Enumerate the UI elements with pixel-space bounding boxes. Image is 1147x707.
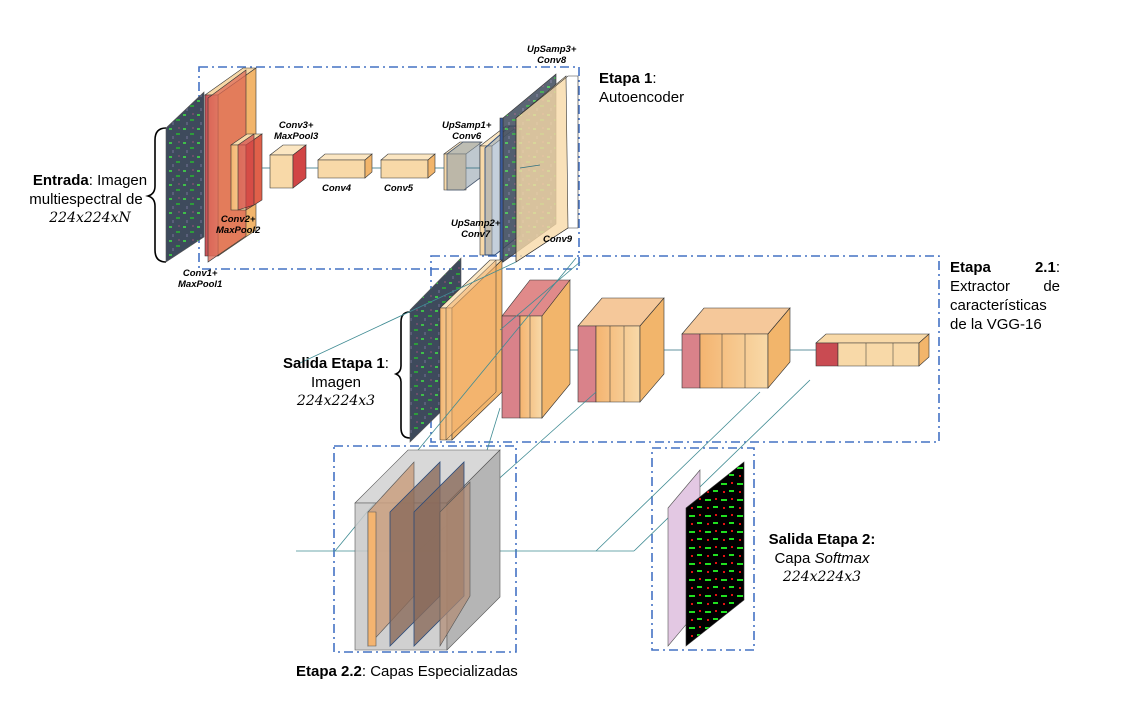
conv1-label: Conv1+ MaxPool1 bbox=[178, 268, 223, 290]
conv5-block bbox=[380, 159, 429, 179]
brace-entrada bbox=[145, 127, 167, 263]
conv2-label: Conv2+ MaxPool2 bbox=[216, 214, 261, 236]
brace-salida1 bbox=[393, 311, 411, 439]
upsamp2-label: UpSamp2+ Conv7 bbox=[451, 218, 501, 240]
conv4-block bbox=[317, 159, 366, 179]
stage1-layers bbox=[165, 67, 579, 263]
etapa22-label: Etapa 2.2: Capas Especializadas bbox=[296, 663, 518, 680]
conv4-label: Conv4 bbox=[322, 183, 352, 194]
vgg-block3 bbox=[577, 325, 597, 403]
upsamp3-label: UpSamp3+ Conv8 bbox=[527, 44, 577, 66]
vgg-block2 bbox=[501, 315, 521, 419]
entrada-label: Entrada: Imagen multiespectral de 224x22… bbox=[29, 172, 148, 226]
output-map bbox=[685, 461, 745, 647]
salida1-label: Salida Etapa 1: Imagen 224x224x3 bbox=[283, 355, 389, 409]
conv3-label: Conv3+ MaxPool3 bbox=[274, 120, 319, 142]
conv5-label: Conv5 bbox=[384, 183, 414, 194]
frame-salida2 bbox=[651, 447, 755, 651]
conv3-block bbox=[269, 154, 294, 189]
vgg-block5 bbox=[815, 342, 839, 367]
frame-etapa22 bbox=[333, 445, 517, 653]
stage22-layers bbox=[354, 449, 745, 651]
frame-etapa1 bbox=[198, 66, 580, 270]
conv9-label: Conv9 bbox=[543, 234, 573, 245]
etapa1-label: Etapa 1: Autoencoder bbox=[599, 70, 685, 106]
vgg-block4 bbox=[681, 333, 701, 389]
input-image bbox=[165, 91, 205, 263]
upsamp1-label: UpSamp1+ Conv6 bbox=[442, 120, 492, 142]
stage21-layers bbox=[409, 257, 930, 443]
salida2-label: Salida Etapa 2: Capa Softmax 224x224x3 bbox=[768, 531, 876, 585]
